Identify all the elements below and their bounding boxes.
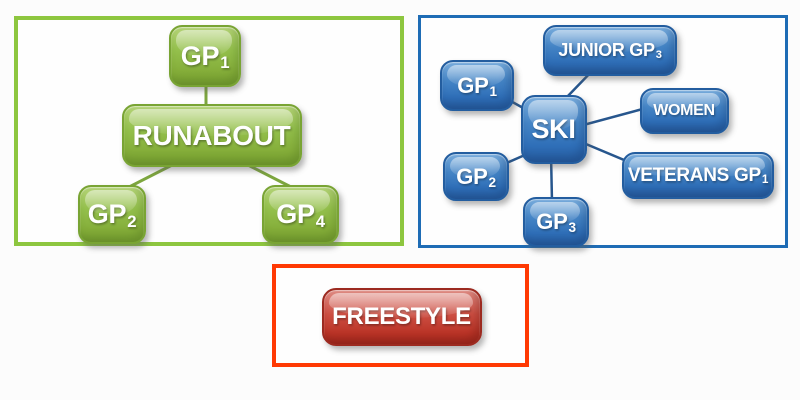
node-ski-gp1: GP1: [440, 60, 514, 111]
node-label-text: GP: [87, 199, 127, 229]
node-label: GP4: [276, 199, 325, 231]
node-runabout-gp4: GP4: [262, 185, 339, 244]
node-label-sub: 3: [655, 49, 662, 62]
node-label: SKI: [531, 114, 576, 145]
node-ski: SKI: [521, 95, 587, 164]
node-runabout: RUNABOUT: [122, 104, 302, 167]
node-label-sub: 1: [489, 83, 497, 99]
node-runabout-gp2: GP2: [78, 185, 146, 244]
node-ski-gp2: GP2: [443, 152, 509, 201]
node-ski-women: WOMEN: [640, 88, 729, 134]
node-label: JUNIOR GP3: [558, 40, 662, 62]
node-freestyle: FREESTYLE: [322, 288, 482, 346]
node-label-text: GP: [536, 209, 568, 234]
node-label-sub: 1: [761, 173, 769, 187]
node-label: GP1: [180, 40, 230, 73]
node-label-sub: 2: [127, 211, 137, 231]
node-label: RUNABOUT: [133, 120, 292, 152]
node-label: WOMEN: [653, 102, 716, 120]
node-label-text: GP: [457, 72, 489, 98]
node-label-text: RUNABOUT: [132, 119, 291, 151]
node-label-sub: 1: [220, 53, 230, 73]
node-label: GP2: [456, 163, 496, 190]
node-ski-junior-gp3: JUNIOR GP3: [543, 25, 677, 76]
node-label-sub: 4: [315, 211, 325, 231]
node-label-sub: 3: [568, 220, 576, 235]
node-label: GP3: [536, 209, 576, 235]
node-label-text: FREESTYLE: [332, 303, 471, 330]
node-label: VETERANS GP1: [628, 165, 768, 187]
node-label-text: GP: [276, 199, 315, 229]
node-label-text: SKI: [531, 114, 576, 144]
node-label-text: VETERANS GP: [627, 164, 761, 186]
node-label-text: GP: [456, 163, 488, 189]
node-label-sub: 2: [488, 174, 496, 190]
node-label-text: GP: [180, 40, 220, 71]
node-ski-gp3: GP3: [523, 197, 589, 247]
node-label: FREESTYLE: [332, 303, 472, 331]
node-label-text: JUNIOR GP: [558, 40, 655, 60]
node-label-text: WOMEN: [653, 102, 715, 119]
node-label: GP2: [87, 199, 137, 231]
node-ski-veterans-gp1: VETERANS GP1: [622, 152, 774, 199]
node-runabout-gp1: GP1: [169, 25, 241, 87]
node-label: GP1: [457, 72, 497, 99]
